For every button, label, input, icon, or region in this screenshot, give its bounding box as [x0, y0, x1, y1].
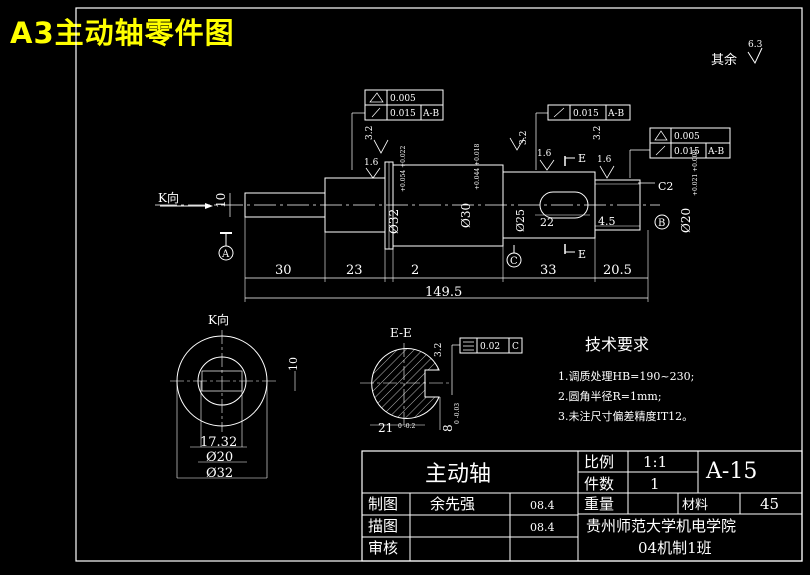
svg-text:04机制1班: 04机制1班 [638, 539, 712, 557]
roughness-2: 1.6 [364, 158, 379, 168]
svg-text:Ø20: Ø20 [206, 450, 233, 465]
section-mark-top: E [578, 152, 586, 165]
svg-text:0 -0.2: 0 -0.2 [398, 423, 415, 430]
part-name: 主动轴 [425, 462, 491, 487]
dimension-chain: 30 23 2 33 20.5 149.5 [244, 217, 649, 302]
datum-b: B [658, 218, 665, 229]
k-view-arrow-label: K向 [158, 190, 179, 205]
title-block: 主动轴 比例 1:1 件数 1 A-15 制图 余先强 08.4 重量 材料 4… [361, 450, 803, 562]
svg-text:余先强: 余先强 [430, 495, 475, 513]
tech-requirements: 技术要求 1.调质处理HB=190~230; 2.圆角半径R=1mm; 3.未注… [558, 335, 694, 423]
svg-text:3.2: 3.2 [434, 343, 444, 357]
svg-text:A-B: A-B [707, 147, 725, 157]
svg-text:0.015: 0.015 [674, 147, 700, 157]
gdt-frame-left: 0.005 0.015 A-B [351, 89, 444, 170]
svg-text:重量: 重量 [584, 495, 614, 513]
roughness-symbol [747, 47, 763, 65]
svg-text:E-E: E-E [390, 326, 412, 340]
svg-text:08.4: 08.4 [530, 499, 555, 512]
svg-text:材料: 材料 [682, 498, 708, 513]
svg-text:08.4: 08.4 [530, 521, 555, 534]
dim-d32: Ø32 [387, 209, 401, 234]
drawing-number: A-15 [705, 459, 757, 484]
dim-groove: 4.5 [598, 215, 616, 228]
svg-text:A-B: A-B [607, 109, 625, 119]
roughness-4: 1.6 [537, 149, 552, 159]
datum-c: C [510, 256, 518, 267]
datum-a: A [221, 249, 230, 260]
svg-text:比例: 比例 [584, 453, 614, 471]
dim-d20-tol: +0.021 +0.008 [692, 150, 699, 196]
chamfer-label: C2 [658, 180, 673, 193]
dim-d30-tol: +0.044 +0.018 [474, 144, 481, 190]
svg-text:0.005: 0.005 [390, 94, 416, 104]
svg-text:30: 30 [275, 263, 292, 278]
svg-text:制图: 制图 [368, 495, 398, 513]
svg-text:149.5: 149.5 [425, 285, 462, 300]
svg-text:3.未注尺寸偏差精度IT12。: 3.未注尺寸偏差精度IT12。 [558, 409, 693, 423]
svg-text:0 -0.03: 0 -0.03 [454, 403, 461, 424]
svg-text:10: 10 [287, 357, 300, 371]
roughness-1: 3.2 [365, 126, 375, 140]
section-mark-bottom: E [578, 248, 586, 261]
svg-text:17.32: 17.32 [200, 435, 237, 450]
svg-text:23: 23 [346, 263, 363, 278]
shaft-main-view [155, 161, 660, 250]
roughness-6: 3.2 [593, 126, 603, 140]
svg-text:8: 8 [441, 424, 455, 432]
svg-text:2: 2 [411, 263, 419, 278]
svg-text:A-B: A-B [422, 109, 440, 119]
svg-text:技术要求: 技术要求 [585, 335, 649, 354]
section-ee: E-E 21 0 -0.2 8 0 -0.03 3.2 0.02 C [360, 326, 523, 435]
remaining-finish-value: 6.3 [748, 40, 763, 50]
roughness-5: 1.6 [597, 155, 612, 165]
svg-text:0.015: 0.015 [390, 109, 416, 119]
svg-text:33: 33 [540, 263, 557, 278]
svg-text:C: C [512, 342, 519, 352]
gdt-frame-right: 0.005 0.015 A-B [629, 127, 731, 178]
gdt-frame-middle: 0.015 A-B [535, 104, 631, 170]
svg-text:45: 45 [760, 495, 779, 513]
svg-text:K向: K向 [208, 312, 229, 327]
svg-text:1.调质处理HB=190~230;: 1.调质处理HB=190~230; [558, 370, 694, 383]
roughness-3: 3.2 [519, 131, 529, 145]
svg-text:0.015: 0.015 [573, 109, 599, 119]
svg-text:20.5: 20.5 [603, 263, 632, 278]
dim-left-end: 10 [214, 193, 228, 208]
svg-text:描图: 描图 [368, 517, 398, 535]
svg-text:1: 1 [650, 475, 660, 493]
svg-text:Ø32: Ø32 [206, 466, 233, 481]
dim-d30: Ø30 [459, 203, 473, 228]
k-view: K向 10 17.32 Ø20 Ø32 [170, 312, 300, 481]
svg-text:审核: 审核 [368, 539, 398, 557]
svg-text:2.圆角半径R=1mm;: 2.圆角半径R=1mm; [558, 389, 662, 403]
svg-text:贵州师范大学机电学院: 贵州师范大学机电学院 [586, 517, 736, 535]
dim-key-len: 22 [540, 216, 554, 229]
svg-text:件数: 件数 [584, 475, 614, 493]
remaining-finish-label: 其余 [711, 52, 737, 68]
svg-text:0.02: 0.02 [480, 342, 500, 352]
drawing-title: A3主动轴零件图 [10, 16, 235, 50]
svg-text:0.005: 0.005 [674, 132, 700, 142]
dim-d32-tol: +0.054 +0.022 [400, 146, 407, 192]
dim-d25: Ø25 [514, 209, 527, 232]
svg-text:21: 21 [378, 421, 393, 435]
dim-d20: Ø20 [679, 208, 693, 233]
svg-text:1:1: 1:1 [643, 453, 667, 471]
